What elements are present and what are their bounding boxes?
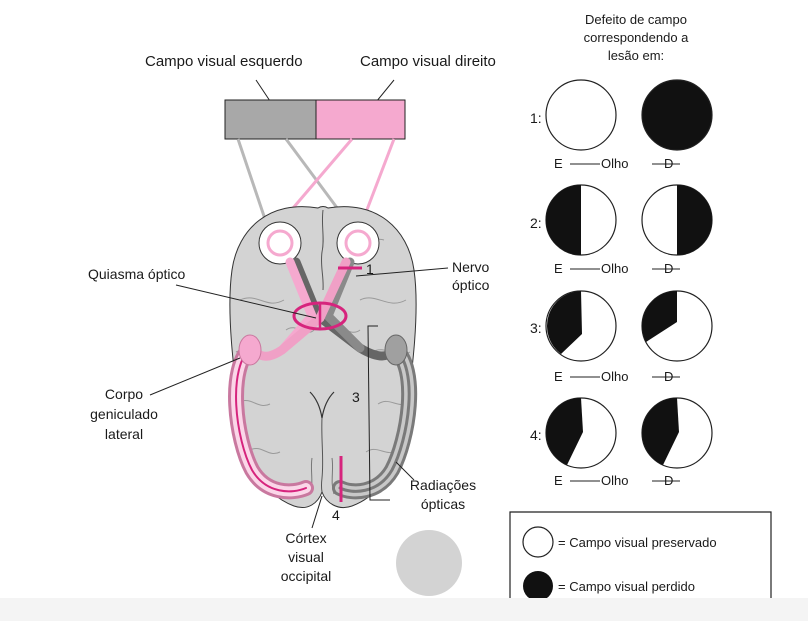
defect-row-3: 3: <box>530 291 712 361</box>
optic-nerve-label-line1: Nervo <box>452 259 490 275</box>
caption-right-eye: D <box>664 156 673 171</box>
radiations-label-line2: ópticas <box>421 496 465 512</box>
caption-left-eye: E <box>554 369 563 384</box>
cortex-label-line1: Córtex <box>285 530 326 546</box>
legend-preserved-label: = Campo visual preservado <box>558 535 717 550</box>
caption-eye-word: Olho <box>601 369 628 384</box>
left-eye-temporal-loss <box>546 185 581 255</box>
lesion-4-number: 4 <box>332 507 340 523</box>
row-number: 1: <box>530 110 542 126</box>
caption-right-eye: D <box>664 473 673 488</box>
defects-title-line1: Defeito de campo <box>585 12 687 27</box>
bottom-strip <box>0 598 808 621</box>
caption-left-eye: E <box>554 156 563 171</box>
eye-caption-row-3: E Olho D <box>554 369 680 384</box>
lgn-label-line3: lateral <box>105 426 143 442</box>
cortex-label-line2: visual <box>288 549 324 565</box>
right-eye-field-lost <box>642 80 712 150</box>
right-eye-temporal-loss <box>677 185 712 255</box>
row-number: 2: <box>530 215 542 231</box>
eye-caption-row-4: E Olho D <box>554 473 680 488</box>
lesion-3-number: 3 <box>352 389 360 405</box>
caption-left-eye: E <box>554 261 563 276</box>
left-visual-field-label: Campo visual esquerdo <box>145 53 303 70</box>
chiasm-label: Quiasma óptico <box>88 266 185 282</box>
lgn-label-line2: geniculado <box>90 406 158 422</box>
caption-left-eye: E <box>554 473 563 488</box>
eye-caption-row-2: E Olho D <box>554 261 680 276</box>
defect-row-1: 1: <box>530 80 712 150</box>
caption-eye-word: Olho <box>601 261 628 276</box>
left-visual-field-box <box>225 100 316 139</box>
right-visual-field-label: Campo visual direito <box>360 53 496 70</box>
legend-preserved-swatch <box>523 527 553 557</box>
defects-title-line3: lesão em: <box>608 48 664 63</box>
legend: = Campo visual preservado = Campo visual… <box>510 512 771 601</box>
lgn-label-pointer <box>150 358 240 395</box>
eye-caption-row-1: E Olho D <box>554 156 680 171</box>
caption-eye-word: Olho <box>601 156 628 171</box>
grey-disc <box>396 530 462 596</box>
defect-row-4: 4: <box>530 398 712 468</box>
left-lgn <box>239 335 261 365</box>
caption-right-eye: D <box>664 261 673 276</box>
defects-title-line2: correspondendo a <box>584 30 690 45</box>
caption-right-eye: D <box>664 369 673 384</box>
legend-lost-swatch <box>523 571 553 601</box>
row-number: 3: <box>530 320 542 336</box>
caption-eye-word: Olho <box>601 473 628 488</box>
radiations-label-line1: Radiações <box>410 477 476 493</box>
legend-lost-label: = Campo visual perdido <box>558 579 695 594</box>
right-eye <box>337 222 379 264</box>
optic-nerve-label-line2: óptico <box>452 277 490 293</box>
left-eye-field-preserved <box>546 80 616 150</box>
right-visual-field-box <box>316 100 405 139</box>
defect-row-2: 2: <box>530 185 712 255</box>
right-lgn <box>385 335 407 365</box>
lgn-label-line1: Corpo <box>105 386 143 402</box>
row-number: 4: <box>530 427 542 443</box>
cortex-label-line3: occipital <box>281 568 332 584</box>
